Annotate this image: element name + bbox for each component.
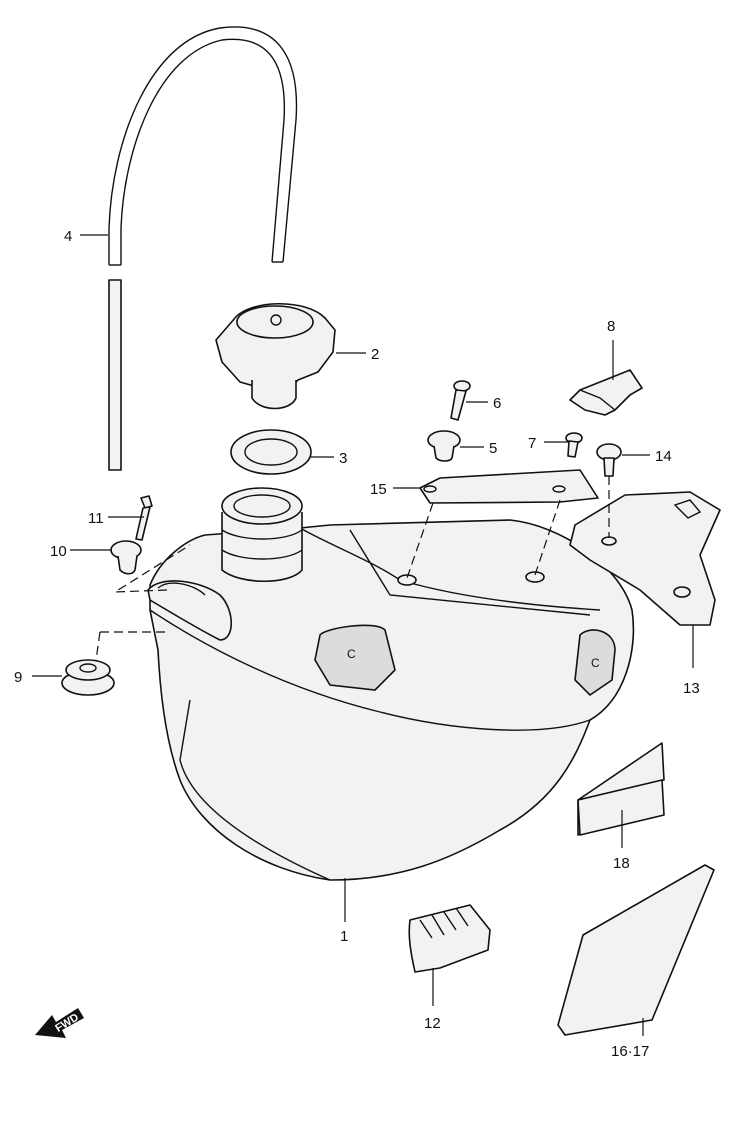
callout-18: 18 bbox=[613, 855, 630, 872]
callout-2: 2 bbox=[371, 346, 379, 363]
bolt-11 bbox=[135, 495, 153, 541]
label-18 bbox=[577, 742, 665, 836]
leader-lines bbox=[32, 234, 694, 1036]
tank-mark-left: C bbox=[347, 647, 356, 661]
callout-3: 3 bbox=[339, 450, 347, 467]
callout-9: 9 bbox=[14, 669, 22, 686]
callout-6: 6 bbox=[493, 395, 501, 412]
callout-13: 13 bbox=[683, 680, 700, 697]
plate-15 bbox=[419, 469, 599, 504]
fuel-tank: C C bbox=[147, 487, 635, 881]
grommet-5 bbox=[427, 430, 461, 462]
breather-hose bbox=[108, 26, 298, 471]
cushion-9 bbox=[61, 659, 115, 696]
cap-gasket bbox=[230, 429, 312, 475]
fwd-arrow: FWD bbox=[35, 1008, 84, 1038]
screw-6 bbox=[450, 380, 471, 421]
callout-15: 15 bbox=[370, 481, 387, 498]
callout-11: 11 bbox=[88, 510, 104, 527]
callout-7: 7 bbox=[528, 435, 536, 452]
callout-5: 5 bbox=[489, 440, 497, 457]
callout-4: 4 bbox=[64, 228, 72, 245]
decal-16-17 bbox=[557, 864, 715, 1036]
callout-12: 12 bbox=[424, 1015, 441, 1032]
bracket-13 bbox=[569, 491, 721, 626]
assembly-lines bbox=[95, 476, 610, 661]
collar-10 bbox=[110, 540, 142, 575]
callout-10: 10 bbox=[50, 543, 67, 560]
callout-8: 8 bbox=[607, 318, 615, 335]
tank-mark-right: C bbox=[591, 656, 600, 670]
pad-12 bbox=[408, 904, 491, 973]
fuel-cap bbox=[215, 303, 336, 410]
callout-labels: 4 2 3 6 5 7 8 14 15 11 10 9 13 18 1 12 1… bbox=[14, 228, 700, 1060]
bolt-14 bbox=[596, 443, 622, 477]
callout-14: 14 bbox=[655, 448, 672, 465]
bolt-7 bbox=[565, 432, 583, 458]
callout-1: 1 bbox=[340, 928, 348, 945]
callout-16-17: 16·17 bbox=[611, 1043, 649, 1060]
clip-8 bbox=[569, 369, 643, 416]
